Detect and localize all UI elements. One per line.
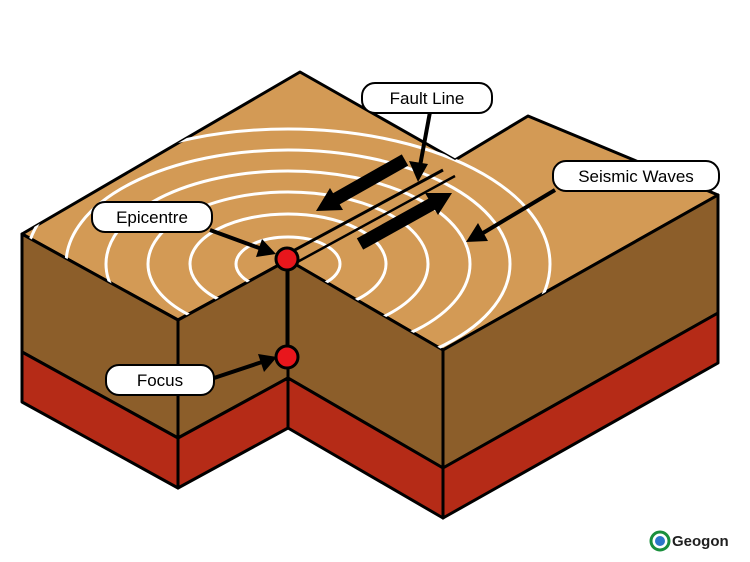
wave-ring: [104, 169, 472, 350]
slip-arrow-left: [316, 154, 409, 211]
epicentre-label-text: Epicentre: [116, 208, 188, 227]
fault-line-label-text: Fault Line: [390, 89, 465, 108]
epicentre-pointer: [209, 228, 276, 257]
logo-text: Geogon: [672, 533, 729, 550]
geogon-logo: Geogon: [649, 530, 729, 552]
fault-line-pointer: [409, 111, 432, 182]
fault-line-upper: [279, 168, 444, 260]
seismic-waves-label: Seismic Waves: [552, 160, 720, 192]
logo-globe-icon: [649, 530, 671, 552]
seismic-waves-label-text: Seismic Waves: [578, 167, 694, 186]
epicentre-label: Epicentre: [91, 201, 213, 233]
focus-label: Focus: [105, 364, 215, 396]
focus-label-text: Focus: [137, 371, 183, 390]
focus-marker: [274, 344, 300, 370]
fault-line-label: Fault Line: [361, 82, 493, 114]
epicentre-marker: [274, 246, 300, 272]
red-layer-right: [441, 311, 720, 520]
focus-pointer: [213, 354, 277, 380]
slip-arrow-right: [356, 193, 452, 250]
fault-line-lower: [289, 174, 456, 268]
seismic-waves-pointer: [466, 188, 557, 242]
